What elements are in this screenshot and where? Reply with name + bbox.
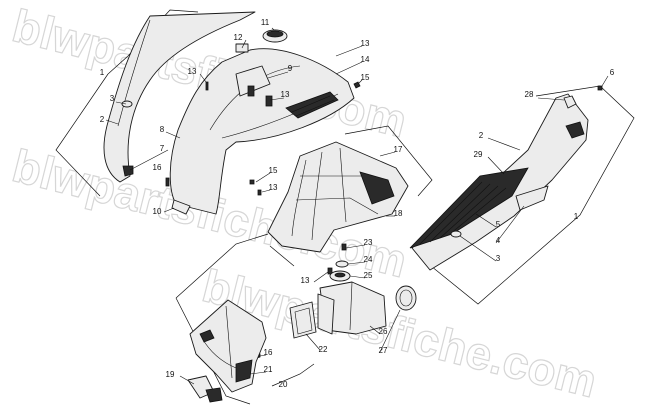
right-panel-clip <box>565 121 585 139</box>
side-panel-grommet <box>122 165 134 177</box>
screw-icon <box>165 177 170 187</box>
callout-13: 13 <box>301 276 310 285</box>
callout-14: 14 <box>361 55 370 64</box>
callout-2: 2 <box>100 115 105 124</box>
air-intake-box <box>267 141 409 253</box>
lower-nose-group-lines <box>175 233 315 405</box>
airbox-group-lines <box>269 125 433 267</box>
callout-1: 1 <box>100 68 105 77</box>
callout-3: 3 <box>110 94 115 103</box>
hood-bracket <box>171 199 191 215</box>
lower-bracket <box>187 375 223 403</box>
callout-16: 16 <box>264 348 273 357</box>
callout-16: 16 <box>153 163 162 172</box>
callout-1: 1 <box>574 212 579 221</box>
nose-pan-clip <box>199 329 215 343</box>
callout-13: 13 <box>269 183 278 192</box>
intake-grommet <box>329 260 351 282</box>
callout-27: 27 <box>379 346 388 355</box>
screw-icon <box>257 189 262 196</box>
lower-nose-pan <box>189 299 267 393</box>
callout-25: 25 <box>364 271 373 280</box>
airbox-port <box>359 171 395 205</box>
leader-lines <box>105 27 609 385</box>
right-side-panel <box>409 93 589 271</box>
right-panel-vent <box>409 167 529 249</box>
callout-4: 4 <box>496 236 501 245</box>
callout-22: 22 <box>319 345 328 354</box>
callout-7: 7 <box>160 144 165 153</box>
callout-23: 23 <box>364 238 373 247</box>
callout-13: 13 <box>281 90 290 99</box>
callout-5: 5 <box>496 220 501 229</box>
upper-hood <box>169 43 355 215</box>
callout-18: 18 <box>394 209 403 218</box>
duct-gasket <box>289 301 317 339</box>
intake-duct <box>317 281 387 335</box>
callout-21: 21 <box>264 365 273 374</box>
callout-12: 12 <box>234 33 243 42</box>
callout-15: 15 <box>361 73 370 82</box>
screw-icon <box>205 81 209 91</box>
screw-icon <box>597 85 603 91</box>
callout-17: 17 <box>394 145 403 154</box>
right-panel-insert <box>515 185 549 211</box>
hood-clip <box>265 95 273 107</box>
callout-13: 13 <box>188 67 197 76</box>
callout-11: 11 <box>261 18 270 27</box>
right-panel-hole <box>450 230 462 238</box>
callout-3: 3 <box>496 254 501 263</box>
left-side-panel <box>103 11 256 183</box>
callout-24: 24 <box>364 255 373 264</box>
side-panel-hole <box>121 100 133 108</box>
callout-8: 8 <box>160 125 165 134</box>
callout-15: 15 <box>269 166 278 175</box>
callout-10: 10 <box>153 207 162 216</box>
callout-26: 26 <box>379 327 388 336</box>
callout-28: 28 <box>525 90 534 99</box>
ring-clamp <box>395 285 417 311</box>
callout-19: 19 <box>166 370 175 379</box>
hood-vent <box>285 91 339 119</box>
gauge-cap <box>262 29 288 43</box>
hood-center-panel <box>235 65 271 97</box>
callout-29: 29 <box>474 150 483 159</box>
callout-13: 13 <box>361 39 370 48</box>
callout-6: 6 <box>610 68 615 77</box>
hood-clip <box>247 85 255 97</box>
right-panel-grommet <box>563 95 577 109</box>
screw-icon <box>341 243 347 251</box>
callout-2: 2 <box>479 131 484 140</box>
side-panel-group-lines-right <box>425 85 635 305</box>
screw-icon <box>249 179 255 185</box>
callout-20: 20 <box>279 380 288 389</box>
callout-9: 9 <box>288 64 293 73</box>
nose-pan-vent <box>235 359 253 383</box>
